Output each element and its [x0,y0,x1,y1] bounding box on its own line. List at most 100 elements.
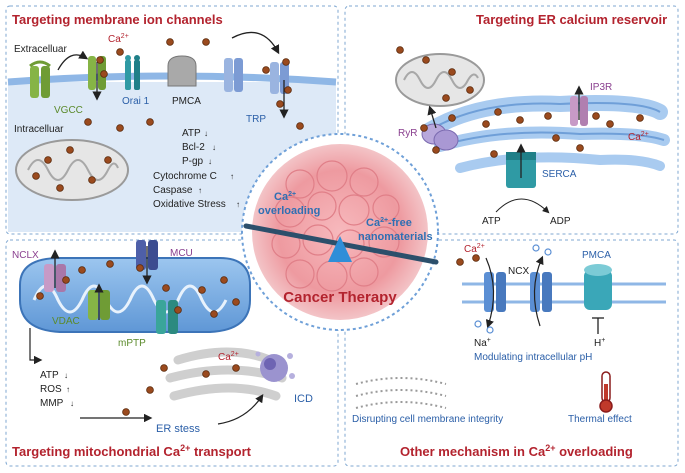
membrane-integrity-label: Disrupting cell membrane integrity [352,414,503,425]
orai1-channel-icon [125,55,140,90]
down-arrow-icon: ↓ [64,371,68,380]
er-stress-label: ER stess [156,423,201,435]
icd-arrow [217,394,264,425]
calcium-ion-icon [84,118,92,126]
ncx-label: NCX [508,266,529,277]
calcium-ion-icon [636,114,644,122]
cancer-therapy-label: Cancer Therapy [283,289,397,306]
calcium-ion-icon [606,120,614,128]
effect-atp: ATP [182,128,201,139]
vdac-channel-icon [88,290,110,320]
effect-bcl2: Bcl-2 [182,142,205,153]
center-left-label-b: overloading [258,205,320,217]
vgcc-channel-icon [29,60,51,98]
ca-label-other: Ca2+ [464,243,485,255]
mcu-channel-icon [136,240,158,270]
calcium-ion-icon [166,38,174,46]
center-right-label-b: nanomaterials [358,231,433,243]
mitochondrion-gray-er-icon [395,53,485,107]
endoplasmic-reticulum-icon [422,95,670,173]
calcium-ion-icon [432,146,440,154]
pmca-pump-icon [167,55,197,87]
calcium-ion-icon [284,86,292,94]
effect-pgp: P-gp [182,156,204,167]
center-right-label: Ca2+-free [366,217,412,229]
center-left-label: Ca2+ [274,191,296,203]
mito-effect-ros: ROS [40,384,62,395]
calcium-ion-icon [276,100,284,108]
calcium-ion-icon [162,284,170,292]
mito-effect-arrow [29,328,43,365]
cancer-therapy-center: Ca2+ overloading Ca2+-free nanomaterials… [241,133,439,331]
dying-cell-icon [255,351,295,382]
extracellular-label: Extracelluar [14,44,67,55]
mcu-label: MCU [170,248,193,259]
calcium-ion-icon [220,276,228,284]
trp-label: TRP [246,114,266,125]
calcium-ions-group [32,38,644,416]
calcium-ion-icon [262,66,270,74]
intracellular-label: Intracelluar [14,124,64,135]
calcium-ion-icon [202,38,210,46]
ryr-release-arrow [427,105,437,129]
calcium-ion-icon [232,364,240,372]
thermometer-icon [599,371,613,413]
calcium-ion-icon [146,386,154,394]
up-arrow-icon: ↑ [198,186,202,195]
calcium-ion-icon [78,266,86,274]
vdac-label: VDAC [52,316,80,327]
calcium-ion-icon [482,120,490,128]
ip3r-channel-icon [570,96,588,126]
effect-cytochrome-c: Cytochrome C [153,171,217,182]
calcium-ion-icon [422,56,430,64]
calcium-ion-icon [544,112,552,120]
mito-panel-title: Targeting mitochondrial Ca2+ transport [12,443,252,459]
mito-effect-mmp: MMP [40,398,64,409]
atp-hydrolysis-arrow [495,198,550,214]
calcium-ion-icon [62,276,70,284]
calcium-ion-icon [202,370,210,378]
calcium-ion-icon [466,86,474,94]
mptp-label: mPTP [118,338,146,349]
calcium-ion-icon [494,108,502,116]
ip3r-label: IP3R [590,82,612,93]
ca-label-membrane: Ca2+ [108,33,129,45]
calcium-ion-icon [160,364,168,372]
up-arrow-icon: ↑ [236,200,240,209]
pmca-label-membrane: PMCA [172,96,201,107]
ph-label: Modulating intracellular pH [474,352,592,363]
atp-label-er: ATP [482,216,501,227]
mitochondrion-gray-icon [15,139,129,201]
effect-caspase: Caspase [153,185,193,196]
calcium-ion-icon [396,46,404,54]
ncx-ca-arrow [485,257,495,329]
calcium-ion-icon [282,58,290,66]
down-arrow-icon: ↓ [208,157,212,166]
up-arrow-icon: ↑ [66,385,70,394]
calcium-ion-icon [448,114,456,122]
ryr-channel-icon [421,123,459,151]
trp-channel-icon [224,58,289,94]
h-label: H+ [594,337,605,349]
calcium-ion-icon [552,134,560,142]
membrane-effects-list: ATP Bcl-2 P-gp Cytochrome C Caspase Oxid… [153,128,240,210]
calcium-ion-icon [490,150,498,158]
calcium-ion-icon [122,408,130,416]
down-arrow-icon: ↓ [204,129,208,138]
calcium-ion-icon [592,112,600,120]
calcium-ion-icon [442,94,450,102]
pmca-pump-other-icon [584,264,612,310]
na-label: Na+ [474,337,491,349]
calcium-ion-icon [198,286,206,294]
calcium-ion-icon [96,56,104,64]
down-arrow-icon: ↓ [70,399,74,408]
calcium-ion-icon [420,124,428,132]
calcium-ion-icon [448,68,456,76]
ryr-label: RyR [398,128,417,139]
mitochondrion-blue-icon [19,257,251,333]
calcium-ion-icon [296,122,304,130]
tumor-mass-icon [252,144,428,320]
calcium-ion-icon [146,118,154,126]
vgcc-label: VGCC [54,105,83,116]
